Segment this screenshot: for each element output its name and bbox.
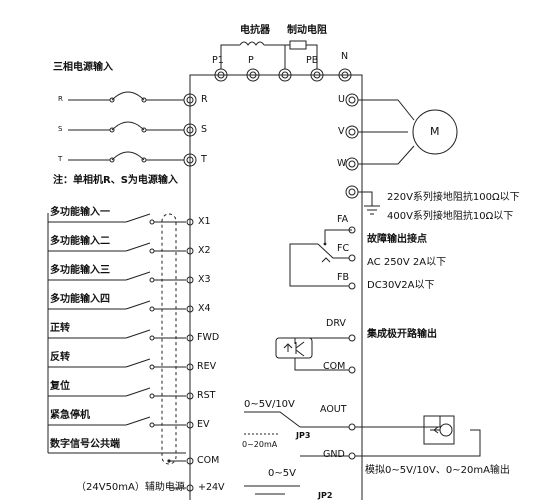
- terminal-drv: DRV: [326, 318, 346, 329]
- inverter-outline: [189, 74, 363, 500]
- uvw-terminals: [345, 93, 359, 171]
- analog-output-label: 模拟0~5V/10V、0~20mA输出: [365, 465, 510, 476]
- terminal-x1: X1: [198, 216, 211, 227]
- ai-voltage-label: 0~5V: [268, 468, 296, 479]
- brake-wire: [306, 44, 318, 69]
- optocoupler-icon: [275, 337, 313, 359]
- motor-label: M: [430, 125, 440, 138]
- ground-note-400v: 400V系列接地阻抗10Ω以下: [387, 211, 514, 222]
- brake-resistor-label: 制动电阻: [287, 25, 327, 36]
- terminal-fb: FB: [337, 272, 349, 283]
- relay-contact: [317, 243, 349, 259]
- terminal-x4: X4: [198, 303, 211, 314]
- input-label-ev: 紧急停机: [50, 410, 90, 421]
- ao-current-label: 0~20mA: [242, 440, 278, 449]
- terminal-fc: FC: [337, 243, 350, 254]
- relay-dc-rating: DC30V2A以下: [367, 280, 435, 291]
- meter-icon: [423, 415, 455, 445]
- terminal-fa: FA: [337, 214, 349, 225]
- terminal-ev: EV: [197, 419, 210, 430]
- open-collector-label: 集成极开路输出: [367, 329, 437, 340]
- terminal-x2: X2: [198, 245, 211, 256]
- jumper-jp3: JP3: [296, 431, 311, 440]
- terminal-x3: X3: [198, 274, 211, 285]
- terminal-rst: RST: [197, 390, 216, 401]
- terminal-fwd: FWD: [197, 332, 220, 343]
- reactor-label: 电抗器: [240, 25, 270, 36]
- input-label-2: 多功能输入二: [50, 236, 110, 247]
- terminal-t: T: [201, 154, 207, 165]
- relay-wire-fa: [324, 229, 352, 244]
- brake-resistor-icon: [289, 40, 307, 50]
- terminal-p1: P1: [212, 55, 224, 66]
- reactor-coil-icon: [239, 41, 265, 46]
- power-input-title: 三相电源输入: [53, 62, 113, 73]
- input-label-com: 数字信号公共端: [50, 439, 120, 450]
- line-r-label: R: [58, 95, 63, 103]
- input-label-3: 多功能输入三: [50, 265, 110, 276]
- terminal-com-oc: COM: [323, 361, 346, 372]
- terminal-v: V: [338, 126, 345, 137]
- line-t-label: T: [58, 155, 63, 163]
- input-terminals: [186, 218, 194, 492]
- ground-icon: [364, 205, 380, 215]
- ground-note-220v: 220V系列接地阻抗100Ω以下: [387, 192, 520, 203]
- relay-wire-fb: [289, 243, 349, 287]
- motor-wire-u: [358, 99, 415, 121]
- input-label-rev: 反转: [50, 352, 70, 363]
- terminal-rev: REV: [197, 361, 217, 372]
- relay-ac-rating: AC 250V 2A以下: [367, 257, 447, 268]
- reactor-wire: [220, 44, 240, 69]
- relay-terminals: [348, 226, 356, 290]
- fault-output-label: 故障输出接点: [367, 234, 427, 245]
- input-label-4: 多功能输入四: [50, 294, 110, 305]
- terminal-pb: PB: [306, 55, 319, 66]
- terminal-s: S: [201, 124, 208, 135]
- line-s-label: S: [58, 125, 63, 133]
- power-input-note: 注：单相机R、S为电源输入: [53, 175, 178, 186]
- input-wires: [154, 221, 186, 426]
- jumper-jp2: JP2: [318, 491, 333, 500]
- aux-power-label: （24V50mA）辅助电源: [76, 482, 185, 493]
- power-lines: [68, 91, 184, 163]
- top-terminals: [214, 68, 352, 82]
- terminal-p: P: [248, 55, 254, 66]
- ao-voltage-label: 0~5V/10V: [244, 399, 295, 410]
- input-label-1: 多功能输入一: [50, 207, 110, 218]
- terminal-24v: +24V: [198, 482, 225, 493]
- terminal-w: W: [337, 158, 347, 169]
- terminal-com: COM: [197, 455, 220, 466]
- input-label-fwd: 正转: [50, 323, 70, 334]
- input-lines: [47, 213, 186, 454]
- motor-icon: [412, 109, 458, 155]
- terminal-r: R: [201, 94, 208, 105]
- ground-wire: [358, 191, 373, 206]
- shield-dashed: [161, 213, 177, 465]
- input-label-rst: 复位: [50, 381, 70, 392]
- rst-terminals: [183, 93, 197, 167]
- terminal-aout: AOUT: [320, 404, 347, 415]
- terminal-n: N: [341, 51, 349, 62]
- motor-wire-w: [358, 145, 415, 165]
- input-switches: [125, 213, 155, 428]
- terminal-u: U: [338, 94, 345, 105]
- terminal-gnd: GND: [323, 449, 345, 460]
